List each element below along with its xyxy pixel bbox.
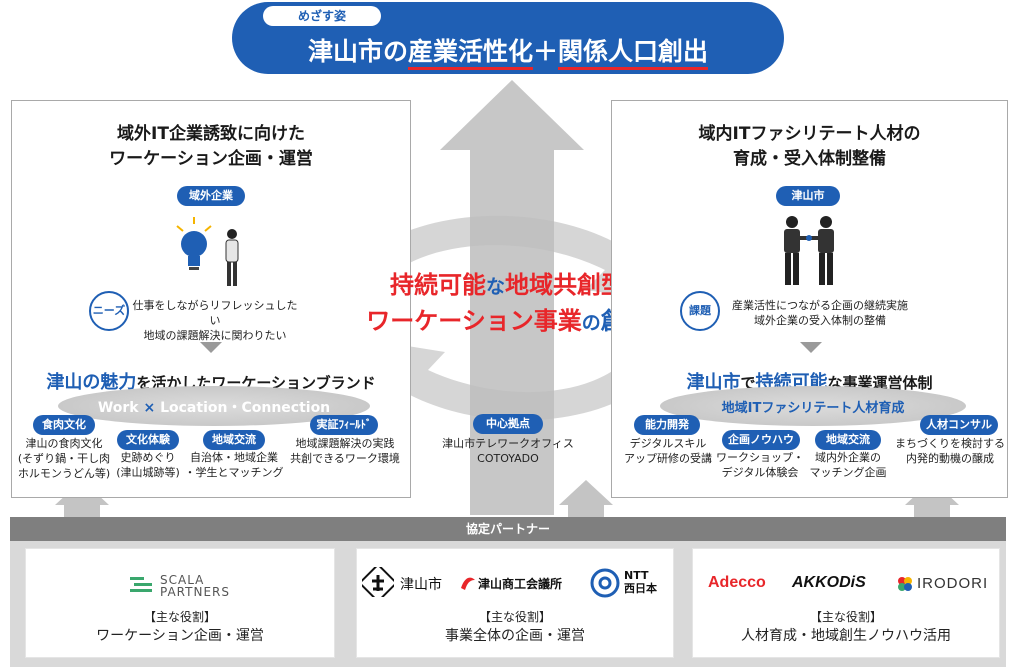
irodori-logo: IRODORI — [917, 575, 989, 592]
issue-tag: 課題 — [680, 291, 720, 331]
handshake-people-icon — [784, 216, 834, 285]
goal-title: 津山市の産業活性化＋関係人口創出 — [232, 32, 784, 70]
akkodis-logo: AKKODiS — [792, 574, 866, 591]
right-down-triangle — [800, 342, 822, 353]
feature-text-meat: 津山の食肉文化(そずり鍋・干し肉ホルモンうどん等) — [17, 437, 111, 480]
right-panel-title: 域内ITファシリテート人材の 育成・受入体制整備 — [698, 124, 921, 169]
partner-box-tsuyama — [356, 548, 674, 658]
lightbulb-person-icon — [176, 217, 239, 286]
issue-text: 産業活性につながる企画の継続実施 域外企業の受入体制の整備 — [732, 299, 908, 327]
feature-tag-know-how: 企画ノウハウ — [722, 430, 800, 450]
tsuyama-city-emblem-icon — [362, 567, 394, 597]
feature-text-regional: 域内外企業のマッチング企画 — [809, 451, 887, 479]
hub-tag: 中心拠点 — [473, 414, 543, 434]
partner-up-arrow-left — [55, 480, 109, 520]
role-1: ワーケーション企画・運営 — [96, 628, 264, 644]
right-pill-tsuyama: 津山市 — [776, 186, 840, 206]
center-heading: 持続可能な地域共創型 ワーケーション事業の創造 — [366, 271, 649, 335]
partner-up-arrow-center — [559, 480, 613, 520]
left-brand-text: Work × Location・Connection — [97, 400, 331, 416]
partner-bar — [10, 517, 1006, 541]
feature-tag-skill: 能力開発 — [634, 415, 700, 435]
up-arrow — [440, 80, 584, 515]
feature-tag-consult: 人材コンサル — [920, 415, 998, 435]
partner-box-hr — [692, 548, 1000, 658]
left-down-triangle — [200, 342, 222, 353]
role-head-2: 【主な役割】 — [478, 610, 551, 624]
needs-text: 仕事をしながらリフレッシュしたい 地域の課題解決に関わりたい — [132, 299, 298, 342]
role-head-1: 【主な役割】 — [143, 610, 216, 624]
tsuyama-city-logo-text: 津山市 — [400, 577, 442, 593]
partner-box-scala — [25, 548, 335, 658]
chamber-logo-text: 津山商工会議所 — [478, 577, 563, 591]
partner-up-arrow-right — [905, 480, 959, 520]
feature-tag-meat: 食肉文化 — [33, 415, 95, 435]
irodori-logo-icon — [898, 577, 912, 591]
partner-label: 協定パートナー — [465, 522, 550, 536]
goal-tag: めざす姿 — [263, 6, 381, 26]
feature-tag-exchange: 地域交流 — [203, 430, 265, 450]
feature-tag-culture: 文化体験 — [117, 430, 179, 450]
ntt-logo-icon — [590, 568, 620, 598]
role-2: 事業全体の企画・運営 — [445, 628, 585, 644]
feature-tag-regional: 地域交流 — [815, 430, 881, 450]
cycle-arrow-upper — [330, 215, 660, 300]
feature-tag-field: 実証ﾌｨｰﾙﾄﾞ — [310, 415, 378, 435]
right-brand-text: 地域ITファシリテート人材育成 — [721, 401, 905, 416]
cycle-arrow-lower — [370, 330, 685, 421]
feature-text-consult: まちづくりを検討する内発的動機の醸成 — [895, 437, 1005, 465]
role-3: 人材育成・地域創生ノウハウ活用 — [741, 628, 951, 644]
feature-text-know-how: ワークショップ・デジタル体験会 — [716, 451, 804, 479]
adecco-logo: Adecco — [708, 574, 766, 591]
scala-logo-icon — [130, 577, 152, 592]
feature-text-exchange: 自治体・地域企業・学生とマッチング — [184, 451, 284, 479]
feature-text-field: 地域課題解決の実践共創できるワーク環境 — [290, 437, 400, 465]
chamber-logo-icon — [461, 577, 475, 590]
right-brand-ellipse — [660, 386, 966, 426]
needs-tag: ニーズ — [89, 291, 129, 331]
left-panel-title: 域外IT企業誘致に向けた ワーケーション企画・運営 — [109, 124, 313, 169]
feature-text-culture: 史跡めぐり(津山城跡等) — [116, 451, 180, 479]
feature-text-skill: デジタルスキルアップ研修の受講 — [624, 437, 712, 465]
left-pill-outside-company: 域外企業 — [177, 186, 245, 206]
role-head-3: 【主な役割】 — [809, 610, 882, 624]
